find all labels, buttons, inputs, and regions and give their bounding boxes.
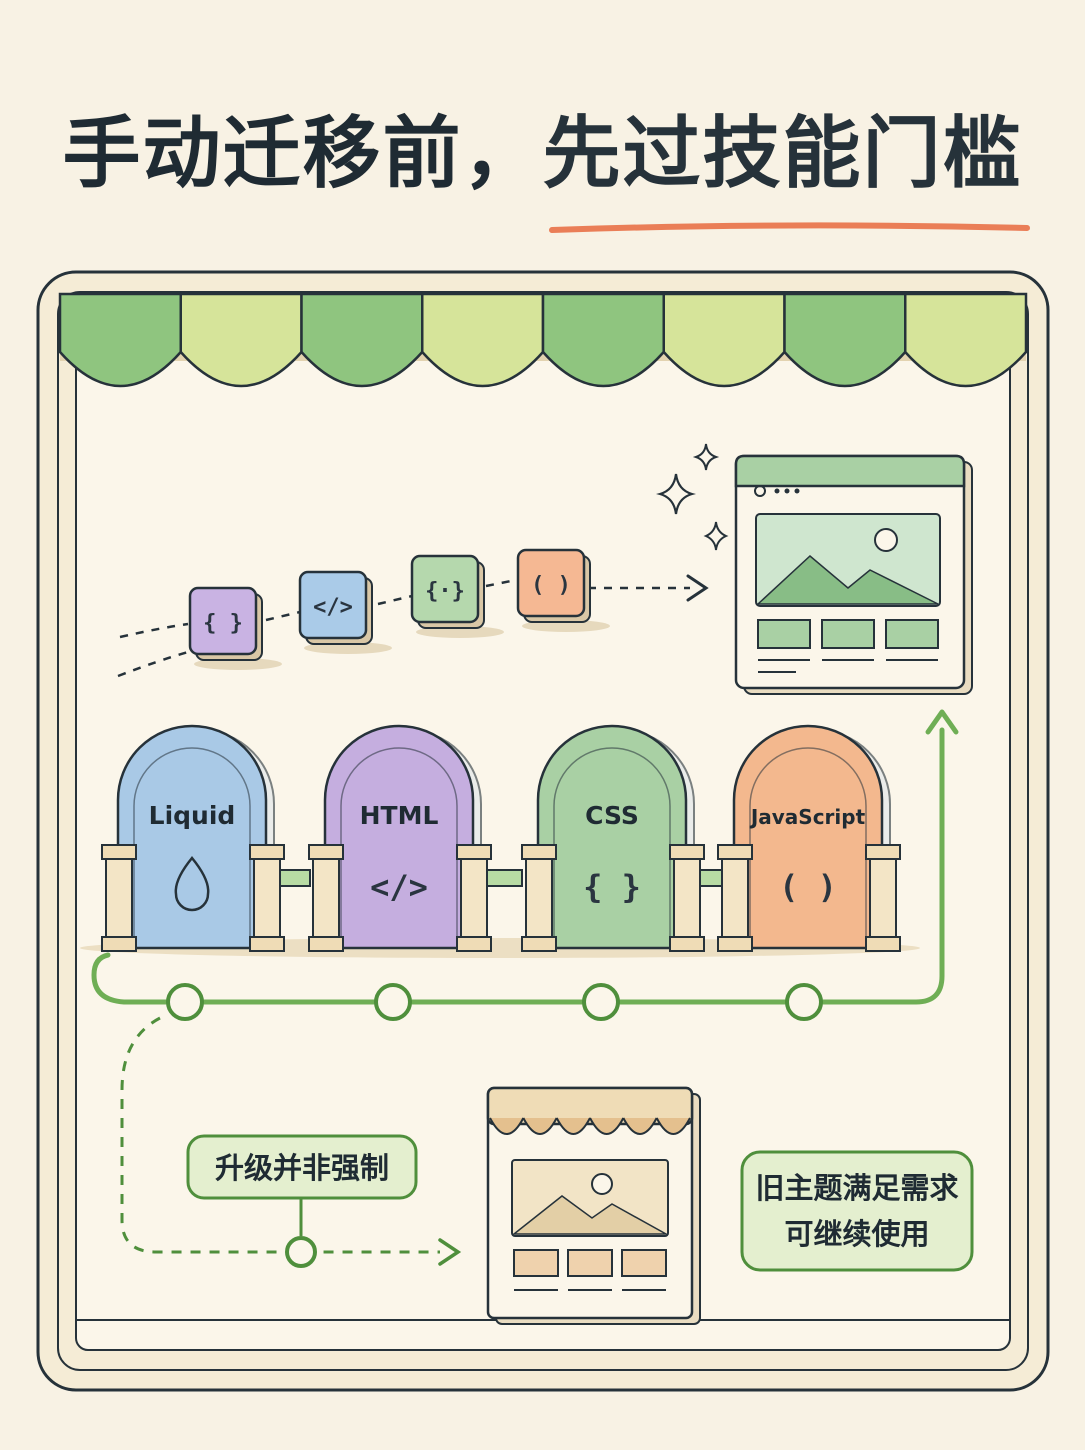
optional-note-text: 升级并非强制 <box>215 1151 389 1185</box>
optional-note: 升级并非强制 <box>186 1134 418 1200</box>
code-block-glyph: </> <box>313 595 353 620</box>
gate-label: Liquid <box>149 801 236 830</box>
gate-liquid: Liquid <box>101 724 285 952</box>
old-theme-note-line-1: 旧主题满足需求 <box>755 1171 958 1205</box>
mini-awning-scallop <box>522 1117 558 1135</box>
title-part-2-highlight: 先过技能门槛 <box>542 109 1023 199</box>
gate-pillar <box>865 844 901 952</box>
mini-awning-scallop <box>622 1117 658 1135</box>
old-theme-note: 旧主题满足需求 可继续使用 <box>740 1150 974 1272</box>
gate-pillar <box>521 844 557 952</box>
gate-html: HTML </> <box>308 724 492 952</box>
path-nodes <box>166 983 823 1021</box>
optional-dashed-path <box>120 1016 440 1254</box>
code-block: ( ) <box>516 548 610 632</box>
gate-javascript: JavaScript ( ) <box>717 724 901 952</box>
gate-pillar <box>717 844 753 952</box>
droplet-icon <box>174 856 210 912</box>
old-theme-window <box>486 1086 701 1325</box>
sparkle-icon <box>703 521 729 551</box>
gate-pillar <box>249 844 285 952</box>
parentheses-icon: ( ) <box>779 868 837 906</box>
awning <box>58 292 1028 388</box>
code-tag-icon: </> <box>370 868 428 906</box>
path-up-arrowhead <box>925 709 959 735</box>
braces-icon: { } <box>583 868 641 906</box>
optional-path-arrowhead <box>438 1238 462 1266</box>
gate-label: CSS <box>585 801 639 830</box>
sparkle-icon <box>656 473 696 515</box>
awning-stripe <box>904 292 1028 388</box>
optional-path-node <box>285 1236 317 1268</box>
mini-awning-scallop <box>555 1117 591 1135</box>
flow-arrowhead <box>686 574 709 602</box>
sparkle-icon <box>692 443 720 471</box>
gate-pillar <box>669 844 705 952</box>
dashed-flow-line-2 <box>117 650 189 678</box>
code-block: </> <box>298 570 392 654</box>
skill-gates: Liquid HTML </> CSS { } JavaScript ( ) <box>80 724 920 958</box>
code-block-glyph: ( ) <box>531 573 571 598</box>
skill-path <box>91 727 945 1005</box>
gate-label: JavaScript <box>749 805 866 829</box>
gate-pillar <box>101 844 137 952</box>
dashed-flow-line-1 <box>119 622 189 639</box>
dashed-flow-line-3 <box>265 578 690 622</box>
code-blocks: { } </> {·} ( ) <box>188 548 610 670</box>
code-block: { } <box>188 586 282 670</box>
gate-pillar <box>308 844 344 952</box>
code-block: {·} <box>410 554 504 638</box>
mini-awning-scallop <box>589 1117 625 1135</box>
mini-awning-scallop <box>655 1117 691 1135</box>
inner-frame <box>57 291 1029 1371</box>
gate-css: CSS { } <box>521 724 705 952</box>
gate-pillar <box>456 844 492 952</box>
new-website-window <box>734 454 973 695</box>
old-theme-note-line-2: 可继续使用 <box>784 1217 929 1251</box>
title-part-1: 手动迁移前， <box>62 109 543 199</box>
code-block-glyph: {·} <box>425 579 465 604</box>
title-underline <box>549 222 1030 233</box>
page-title: 手动迁移前，先过技能门槛 <box>0 104 1085 204</box>
gate-label: HTML <box>360 801 439 830</box>
code-block-glyph: { } <box>203 611 243 636</box>
mini-awning-scallop <box>489 1117 525 1135</box>
